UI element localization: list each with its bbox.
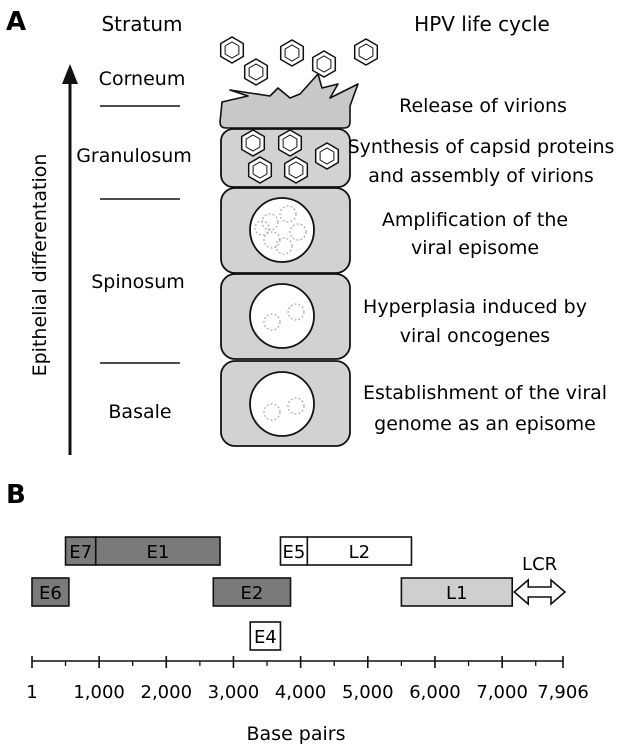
- gene-box-e4: [249, 621, 282, 651]
- tick-label: 7,906: [537, 682, 589, 703]
- assembled-virions: [240, 129, 340, 184]
- stratum-corneum: Corneum: [99, 68, 186, 90]
- stratum-basale: Basale: [108, 401, 171, 423]
- gene-e2: E2: [212, 577, 292, 607]
- stage-amplification-line2: viral episome: [411, 237, 539, 259]
- stage-hyperplasia-line2: viral oncogenes: [400, 325, 550, 347]
- gene-e4: E4: [249, 621, 282, 651]
- gene-e5: E5: [279, 536, 309, 566]
- gene-label-l1: L1: [446, 583, 467, 604]
- gene-box-e5: [279, 536, 309, 566]
- virion-icon: [219, 36, 245, 64]
- episomes-basal: [263, 397, 305, 421]
- gene-e1: E1: [94, 536, 221, 566]
- tick-label: 6,000: [409, 682, 461, 703]
- lcr-double-arrow-icon: [512, 578, 567, 606]
- episomes-amplified: [254, 205, 307, 255]
- lcr-label: LCR: [522, 554, 557, 575]
- gene-label-l2: L2: [349, 542, 370, 563]
- virion-icon: [314, 142, 340, 170]
- stage-amplification-line1: Amplification of the: [382, 209, 568, 231]
- gene-l1: L1: [400, 577, 514, 607]
- stage-establishment-line2: genome as an episome: [374, 413, 596, 435]
- stage-release: Release of virions: [399, 95, 567, 117]
- gene-label-e1: E1: [146, 542, 169, 563]
- virion-icon: [353, 38, 379, 66]
- tick-label: 1: [26, 682, 37, 703]
- gene-label-e4: E4: [254, 627, 277, 648]
- stage-establishment-line1: Establishment of the viral: [363, 382, 607, 404]
- tick-label: 1,000: [73, 682, 125, 703]
- stage-hyperplasia-line1: Hyperplasia induced by: [363, 296, 587, 318]
- stage-synthesis-line1: Synthesis of capsid proteins: [348, 136, 615, 158]
- panel-a-label: A: [6, 7, 26, 37]
- gene-box-e1: [94, 536, 221, 566]
- virion-icon: [279, 39, 305, 67]
- gene-box-e6: [31, 577, 70, 607]
- virion-icon: [283, 156, 309, 184]
- gene-label-e5: E5: [282, 542, 305, 563]
- genome-axis-ticks: 1 1,000 2,000 3,000 4,000 5,000 6,000 7,000 7,90…: [26, 656, 589, 703]
- genome-axis-label: Base pairs: [247, 723, 346, 745]
- panel-b-label: B: [6, 480, 26, 510]
- virion-icon: [247, 156, 273, 184]
- stratum-header: Stratum: [101, 12, 182, 36]
- tick-label: 3,000: [208, 682, 260, 703]
- nucleus-hyperplasia: [249, 283, 315, 349]
- gene-label-e6: E6: [39, 583, 62, 604]
- cornified-layer: [219, 73, 359, 129]
- gene-label-e2: E2: [241, 583, 264, 604]
- differentiation-axis-label: Epithelial differentation: [29, 154, 51, 377]
- tick-label: 2,000: [141, 682, 193, 703]
- virion-icon: [243, 58, 269, 86]
- gene-box-e2: [212, 577, 292, 607]
- nucleus-amplification: [249, 197, 315, 263]
- gene-box-l2: [306, 536, 413, 566]
- episomes-hyperplasia: [263, 303, 305, 331]
- virion-icon: [311, 50, 337, 78]
- tick-label: 7,000: [476, 682, 528, 703]
- gene-e6: E6: [31, 577, 70, 607]
- stratum-spinosum: Spinosum: [91, 271, 185, 293]
- gene-label-e7: E7: [69, 542, 92, 563]
- stage-synthesis-line2: and assembly of virions: [368, 165, 594, 187]
- stratum-granulosum: Granulosum: [76, 145, 192, 167]
- gene-box-l1: [400, 577, 514, 607]
- tick-label: 5,000: [342, 682, 394, 703]
- virion-icon: [277, 129, 303, 157]
- gene-l2: L2: [306, 536, 413, 566]
- released-virions: [219, 36, 379, 86]
- lcr-region: LCR: [512, 554, 567, 606]
- gene-e7: E7: [64, 536, 97, 566]
- virion-icon: [240, 129, 266, 157]
- nucleus-basal: [249, 371, 315, 437]
- lifecycle-header: HPV life cycle: [414, 12, 550, 36]
- tick-label: 4,000: [275, 682, 327, 703]
- differentiation-arrowhead: [62, 64, 78, 84]
